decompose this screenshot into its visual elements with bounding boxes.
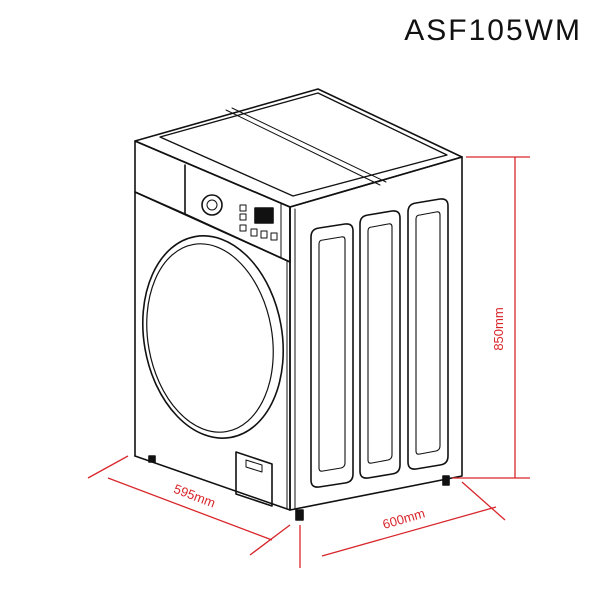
side-rib: [359, 210, 401, 479]
washer-side-face: [289, 156, 463, 511]
side-rib: [407, 198, 449, 470]
depth-label: 595mm: [172, 481, 218, 511]
program-dial-knob: [201, 194, 223, 216]
side-rib: [310, 223, 354, 488]
width-dimension-line: [299, 481, 506, 568]
depth-dimension-line: [87, 455, 291, 556]
height-dimension-line: [452, 156, 530, 479]
control-buttons: [239, 204, 278, 241]
washer-top-panel: [134, 88, 463, 208]
height-label: 850mm: [491, 307, 506, 350]
side-ribs: [310, 198, 449, 488]
washer-door: [141, 235, 285, 439]
control-panel: [134, 140, 291, 263]
model-title: ASF105WM: [404, 14, 582, 47]
filter-access-panel: [235, 451, 273, 507]
washer-feet: [148, 455, 450, 521]
display-screen: [254, 207, 274, 224]
